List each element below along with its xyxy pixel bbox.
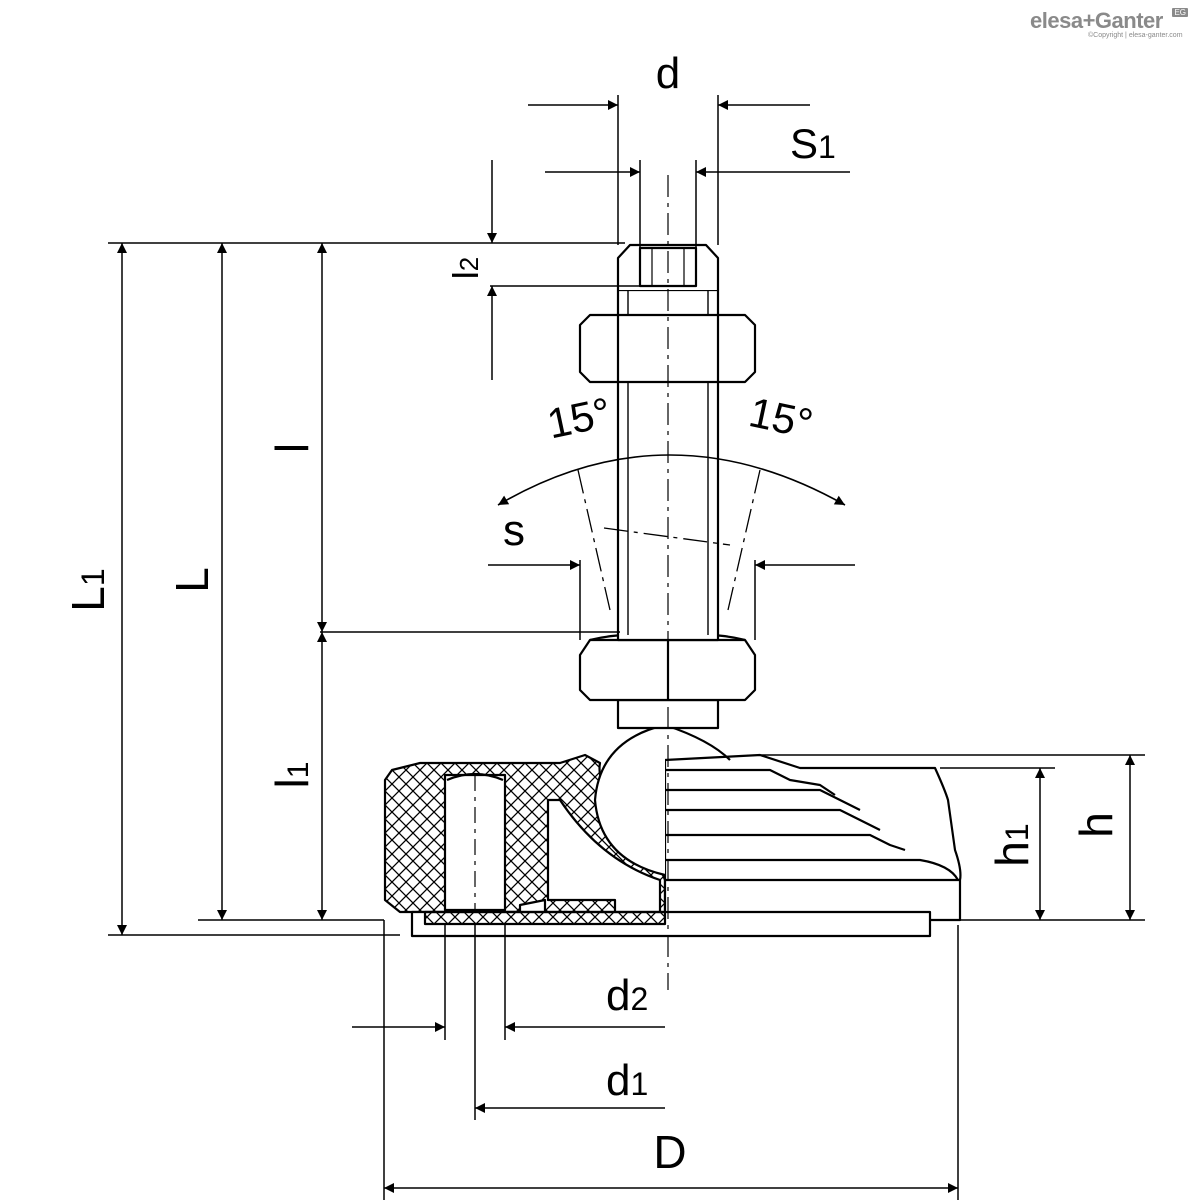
- label-d: d: [656, 49, 680, 98]
- logo-badge: EG: [1172, 8, 1188, 17]
- label-h: h: [1070, 812, 1122, 838]
- label-d2: d2: [606, 971, 648, 1020]
- logo-copyright: ©Copyright | elesa-ganter.com: [1088, 32, 1183, 39]
- brand-logo: elesa+Ganter EG ©Copyright | elesa-gante…: [1030, 8, 1190, 42]
- label-s1: S1: [790, 120, 836, 167]
- svg-text:h: h: [1070, 812, 1122, 838]
- label-D: D: [653, 1126, 686, 1178]
- svg-text:15°: 15°: [745, 388, 817, 447]
- tilt-arc: [497, 454, 846, 506]
- label-angle-right: 15°: [745, 388, 817, 447]
- label-l2: l2: [445, 257, 486, 279]
- logo-brand-sep: +: [1082, 8, 1096, 33]
- svg-text:L1: L1: [62, 568, 114, 611]
- label-angle-left: 15°: [543, 388, 615, 447]
- label-l: l: [266, 443, 318, 453]
- svg-text:h1: h1: [986, 823, 1038, 866]
- logo-brand-left: elesa: [1030, 8, 1083, 33]
- svg-text:l2: l2: [445, 257, 486, 279]
- svg-text:L: L: [166, 567, 218, 593]
- svg-text:l: l: [266, 443, 318, 453]
- svg-text:15°: 15°: [543, 388, 615, 447]
- logo-brand-right: Ganter: [1094, 8, 1163, 33]
- label-l1: l1: [266, 762, 318, 789]
- label-s: s: [503, 506, 525, 555]
- svg-text:l1: l1: [266, 762, 318, 789]
- label-L1: L1: [62, 568, 114, 611]
- label-d1: d1: [606, 1056, 648, 1105]
- base-right-half: [663, 753, 962, 922]
- ball-joint: [593, 723, 666, 877]
- label-h1: h1: [986, 823, 1038, 866]
- label-L: L: [166, 567, 218, 593]
